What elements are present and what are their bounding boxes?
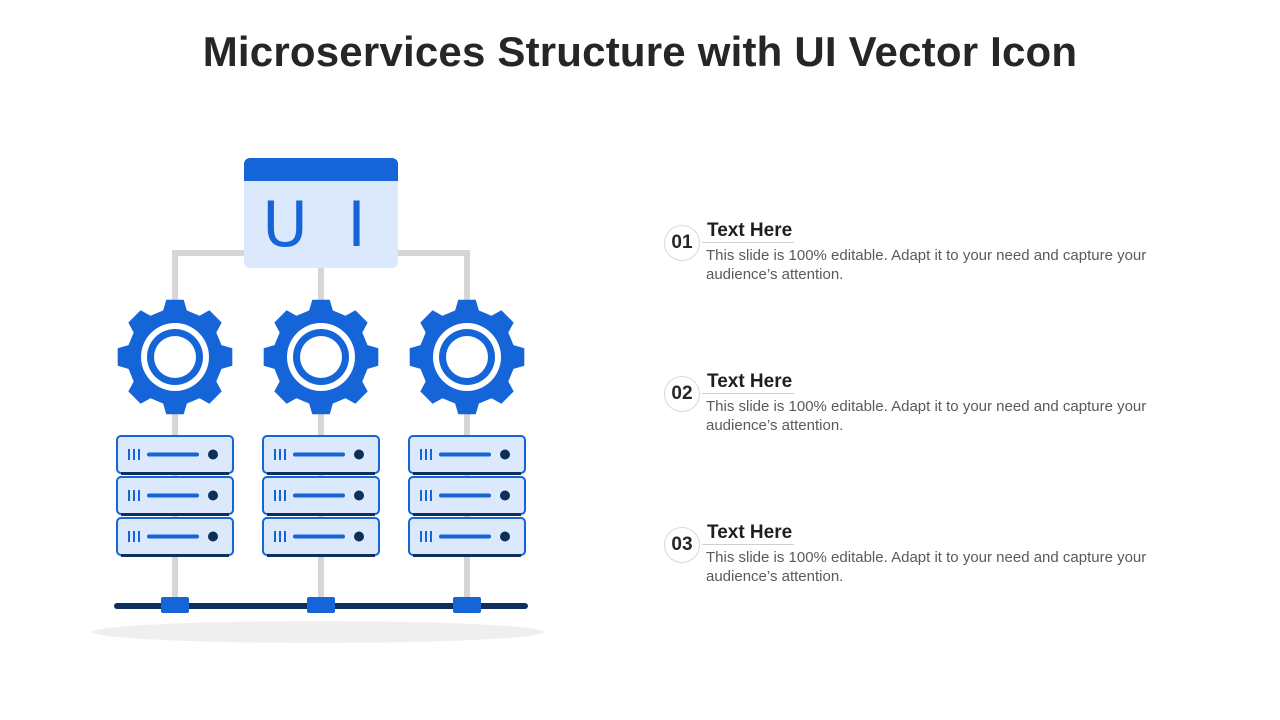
bus-connectors bbox=[161, 597, 481, 613]
service-column-3 bbox=[408, 299, 526, 606]
gear-hole bbox=[300, 336, 342, 378]
server-led bbox=[354, 490, 364, 501]
service-column-2 bbox=[262, 299, 380, 606]
server-unit bbox=[408, 517, 526, 557]
server-led bbox=[208, 490, 218, 501]
item-number-badge: 01 bbox=[664, 225, 700, 261]
list-item: 03 Text Here This slide is 100% editable… bbox=[664, 520, 1184, 671]
gear-hole bbox=[446, 336, 488, 378]
server-stack-icon bbox=[262, 435, 380, 557]
server-unit bbox=[116, 517, 234, 557]
service-columns bbox=[116, 299, 526, 606]
ui-label: U I bbox=[262, 188, 375, 261]
microservices-illustration: U I bbox=[88, 150, 558, 650]
server-unit bbox=[262, 517, 380, 557]
gear-icon bbox=[117, 299, 233, 415]
server-led bbox=[500, 449, 510, 460]
service-column-1 bbox=[116, 299, 234, 606]
server-base bbox=[267, 513, 375, 516]
gear-hole bbox=[154, 336, 196, 378]
server-stack-icon bbox=[408, 435, 526, 557]
item-divider bbox=[702, 544, 794, 545]
server-base bbox=[267, 472, 375, 475]
bus-connector-block bbox=[453, 597, 481, 613]
bus-connector-block bbox=[161, 597, 189, 613]
server-base bbox=[413, 554, 521, 557]
microservices-diagram: U I bbox=[92, 158, 544, 643]
text-items: 01 Text Here This slide is 100% editable… bbox=[664, 218, 1184, 671]
item-heading: Text Here bbox=[707, 522, 793, 543]
server-unit bbox=[116, 435, 234, 475]
server-base bbox=[413, 513, 521, 516]
bus-connector-block bbox=[307, 597, 335, 613]
server-base bbox=[121, 513, 229, 516]
item-description: This slide is 100% editable. Adapt it to… bbox=[706, 247, 1147, 283]
item-description: This slide is 100% editable. Adapt it to… bbox=[706, 549, 1147, 585]
server-base bbox=[121, 554, 229, 557]
server-unit bbox=[408, 435, 526, 475]
item-heading: Text Here bbox=[707, 220, 793, 241]
item-number-badge: 02 bbox=[664, 376, 700, 412]
gear-icon bbox=[263, 299, 379, 415]
ground-shadow bbox=[92, 621, 544, 643]
server-led bbox=[500, 531, 510, 542]
server-base bbox=[267, 554, 375, 557]
item-divider bbox=[702, 393, 794, 394]
slide-title: Microservices Structure with UI Vector I… bbox=[202, 28, 1078, 75]
server-led bbox=[208, 531, 218, 542]
server-unit bbox=[262, 476, 380, 516]
ui-window-icon: U I bbox=[244, 158, 398, 268]
server-unit bbox=[116, 476, 234, 516]
item-description: This slide is 100% editable. Adapt it to… bbox=[706, 398, 1147, 434]
list-item: 01 Text Here This slide is 100% editable… bbox=[664, 218, 1184, 369]
server-stack-icon bbox=[116, 435, 234, 557]
item-number-badge: 03 bbox=[664, 527, 700, 563]
item-divider bbox=[702, 242, 794, 243]
server-unit bbox=[262, 435, 380, 475]
server-led bbox=[354, 531, 364, 542]
gear-icon bbox=[409, 299, 525, 415]
server-led bbox=[500, 490, 510, 501]
list-item: 02 Text Here This slide is 100% editable… bbox=[664, 369, 1184, 520]
server-unit bbox=[408, 476, 526, 516]
server-base bbox=[121, 472, 229, 475]
server-led bbox=[208, 449, 218, 460]
item-heading: Text Here bbox=[707, 371, 793, 392]
server-base bbox=[413, 472, 521, 475]
server-led bbox=[354, 449, 364, 460]
